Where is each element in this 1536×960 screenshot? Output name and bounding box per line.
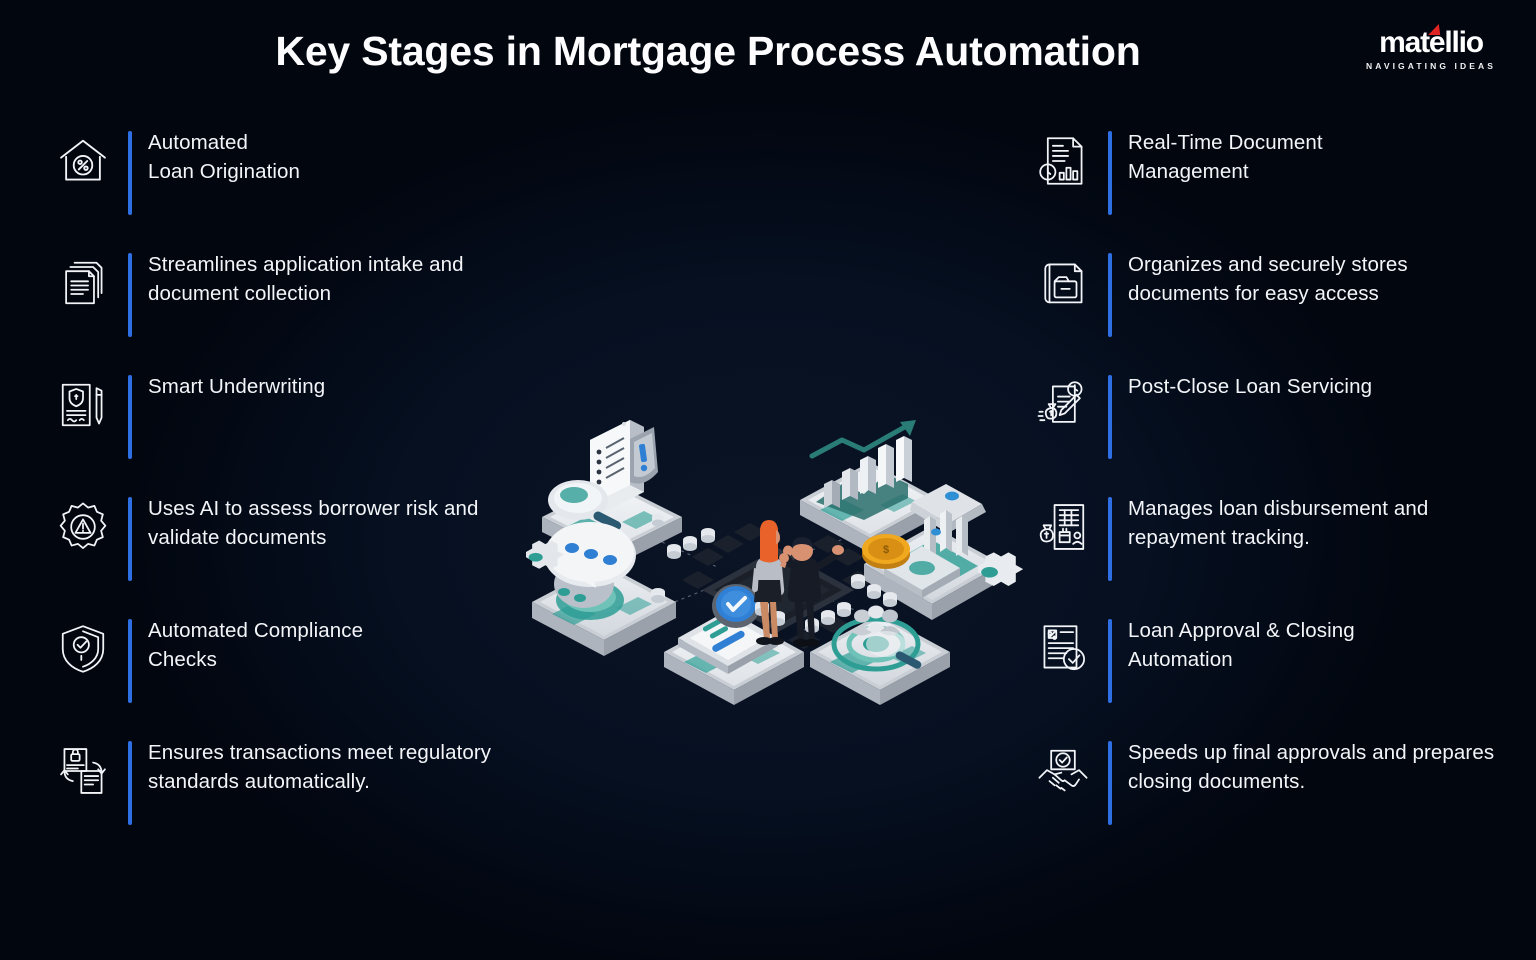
audience-target-tile <box>810 605 950 705</box>
accent-bar <box>1108 619 1112 703</box>
document-approved-icon <box>1032 618 1094 680</box>
page-title: Key Stages in Mortgage Process Automatio… <box>275 28 1141 74</box>
isometric-mortgage-automation-illustration: $ <box>512 352 1024 712</box>
feature-item-regulatory-standards: Ensures transactions meet regulatory sta… <box>52 738 522 860</box>
feature-label: Organizes and securely stores documents … <box>1128 253 1408 305</box>
feature-item-post-close-loan-servicing: Post-Close Loan Servicing <box>1032 372 1502 494</box>
feature-label: Post-Close Loan Servicing <box>1128 375 1373 398</box>
accent-bar <box>128 741 132 825</box>
growth-chart-tile <box>800 420 940 553</box>
accent-bar <box>128 253 132 337</box>
feature-label: Speeds up final approvals and prepares c… <box>1128 741 1495 793</box>
gear-icon-right <box>978 552 1024 586</box>
brand-logo: matellio NAVIGATING IDEAS <box>1356 24 1506 71</box>
feature-label: Smart Underwriting <box>148 375 326 398</box>
svg-text:$: $ <box>883 544 889 556</box>
accent-bar <box>128 619 132 703</box>
feature-item-smart-underwriting: Smart Underwriting <box>52 372 522 494</box>
accent-bar <box>1108 131 1112 215</box>
accent-bar <box>128 131 132 215</box>
gear-icon-left <box>526 540 564 569</box>
stacked-documents-icon <box>52 252 114 314</box>
document-shield-pen-icon <box>52 374 114 436</box>
logo-tagline: NAVIGATING IDEAS <box>1365 61 1497 71</box>
document-exchange-icon <box>52 740 114 802</box>
accent-bar <box>1108 253 1112 337</box>
woman-figure <box>752 520 793 645</box>
accent-bar <box>128 375 132 459</box>
logo-accent-tick-icon <box>1428 24 1442 35</box>
feature-label: Streamlines application intake and docum… <box>148 253 464 305</box>
accent-bar <box>1108 497 1112 581</box>
accent-bar <box>1108 375 1112 459</box>
chat-bubble-tile <box>532 522 676 656</box>
feature-item-application-intake: Streamlines application intake and docum… <box>52 250 522 372</box>
man-figure <box>779 537 844 647</box>
logo-wordmark: matellio <box>1379 24 1484 59</box>
feature-label: Ensures transactions meet regulatory sta… <box>148 741 492 793</box>
feature-label: Uses AI to assess borrower risk and vali… <box>148 497 479 549</box>
feature-label: Manages loan disbursement and repayment … <box>1128 497 1429 549</box>
accent-bar <box>1108 741 1112 825</box>
money-document-clock-icon <box>1032 374 1094 436</box>
bank-finance-tile: $ <box>862 484 1002 620</box>
feature-item-ai-risk-assessment: Uses AI to assess borrower risk and vali… <box>52 494 522 616</box>
logo-word-text: matellio <box>1379 26 1484 59</box>
ledger-money-icon <box>1032 496 1094 558</box>
house-percent-icon <box>52 130 114 192</box>
document-clock-chart-icon <box>1032 130 1094 192</box>
feature-item-final-approvals: Speeds up final approvals and prepares c… <box>1032 738 1502 860</box>
handshake-approved-icon <box>1032 740 1094 802</box>
header: Key Stages in Mortgage Process Automatio… <box>0 0 1536 120</box>
shield-check-icon <box>52 618 114 680</box>
feature-item-loan-disbursement: Manages loan disbursement and repayment … <box>1032 494 1502 616</box>
feature-item-document-storage: Organizes and securely stores documents … <box>1032 250 1502 372</box>
file-archive-icon <box>1032 252 1094 314</box>
gear-warning-icon <box>52 496 114 558</box>
accent-bar <box>128 497 132 581</box>
